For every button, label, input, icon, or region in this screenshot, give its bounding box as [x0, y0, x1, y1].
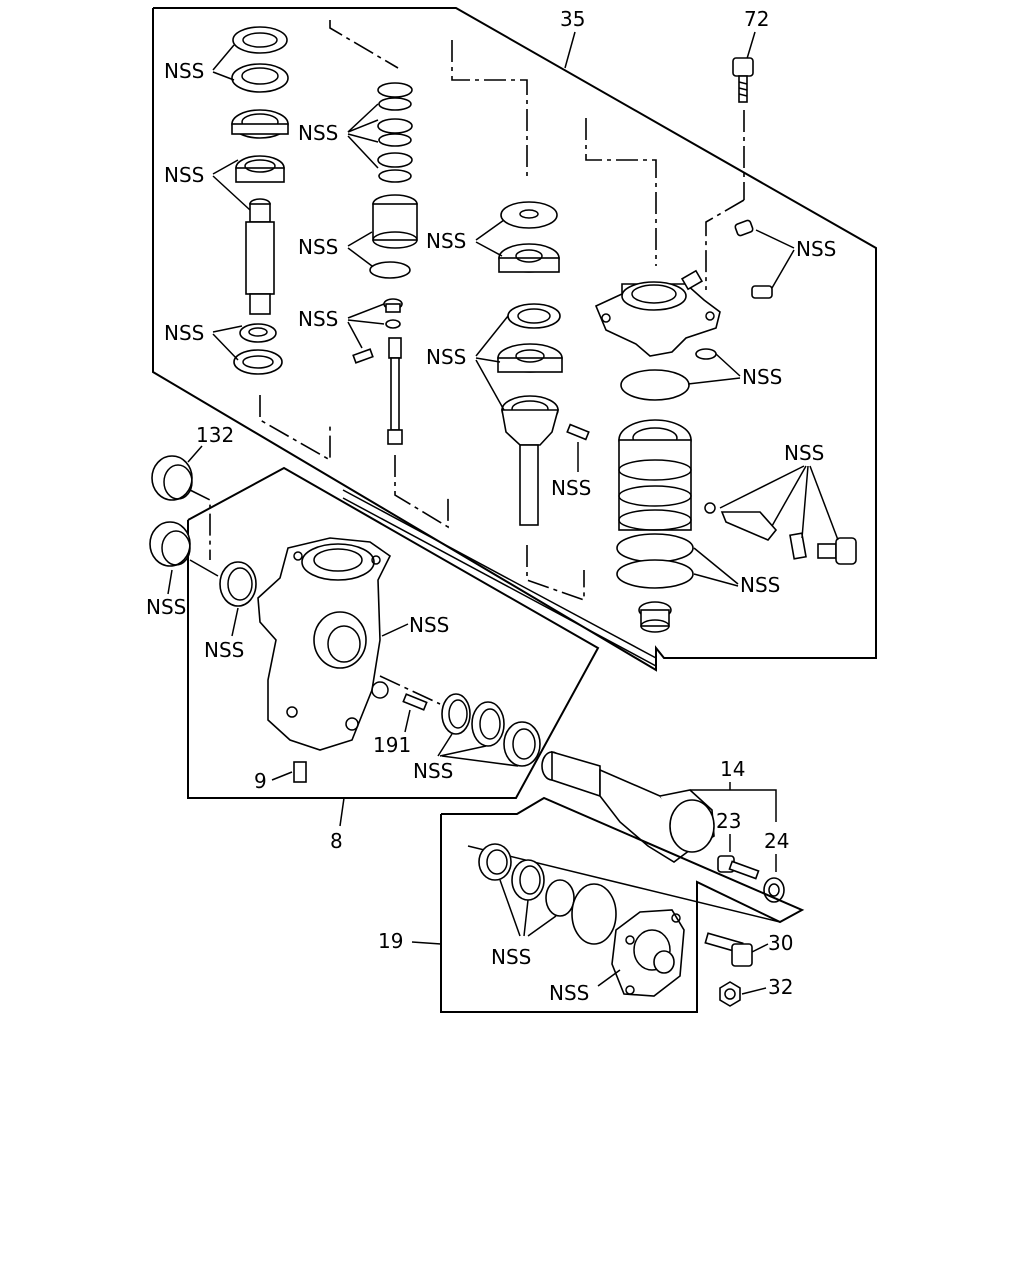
column-4-parts — [594, 219, 857, 633]
leader-35 — [564, 31, 576, 69]
label-24: 24 — [764, 829, 789, 853]
bolt-72 — [732, 57, 754, 103]
group-8-outline — [187, 466, 600, 799]
label-32: 32 — [768, 975, 793, 999]
label-30: 30 — [768, 931, 793, 955]
column-1-parts — [231, 26, 289, 375]
leader-72 — [745, 31, 756, 63]
label-nss-4d: NSS — [740, 573, 780, 597]
label-nss-4a: NSS — [796, 237, 836, 261]
label-nss-5d: NSS — [413, 759, 453, 783]
label-nss-3b: NSS — [426, 345, 466, 369]
label-8: 8 — [330, 829, 343, 853]
label-14: 14 — [720, 757, 745, 781]
nut-32 — [719, 981, 741, 1007]
group-35-outline — [152, 7, 877, 672]
label-nss-4b: NSS — [742, 365, 782, 389]
label-19: 19 — [378, 929, 403, 953]
label-nss-1c: NSS — [164, 321, 204, 345]
label-nss-5c: NSS — [409, 613, 449, 637]
label-132: 132 — [196, 423, 234, 447]
label-9: 9 — [254, 769, 267, 793]
bolt-23 — [717, 855, 760, 880]
label-nss-2c: NSS — [298, 307, 338, 331]
label-72: 72 — [744, 7, 769, 31]
label-nss-1b: NSS — [164, 163, 204, 187]
label-23: 23 — [716, 809, 741, 833]
label-191: 191 — [373, 733, 411, 757]
label-nss-3a: NSS — [426, 229, 466, 253]
label-nss-2a: NSS — [298, 121, 338, 145]
label-nss-5b: NSS — [204, 638, 244, 662]
gear-housing — [219, 537, 392, 751]
column-3-parts — [497, 201, 590, 526]
label-nss-4c: NSS — [784, 441, 824, 465]
label-nss-2b: NSS — [298, 235, 338, 259]
seal-132 — [149, 455, 193, 567]
sector-shaft — [541, 750, 715, 863]
column-2-parts — [352, 82, 418, 445]
housing-bearings — [441, 693, 541, 767]
label-nss-1a: NSS — [164, 59, 204, 83]
group-14-bracket — [690, 789, 777, 822]
label-nss-6a: NSS — [491, 945, 531, 969]
bolt-30 — [704, 932, 753, 967]
side-cover-parts — [478, 843, 685, 997]
label-nss-6b: NSS — [549, 981, 589, 1005]
label-nss-3c: NSS — [551, 476, 591, 500]
label-35: 35 — [560, 7, 585, 31]
label-nss-5a: NSS — [146, 595, 186, 619]
